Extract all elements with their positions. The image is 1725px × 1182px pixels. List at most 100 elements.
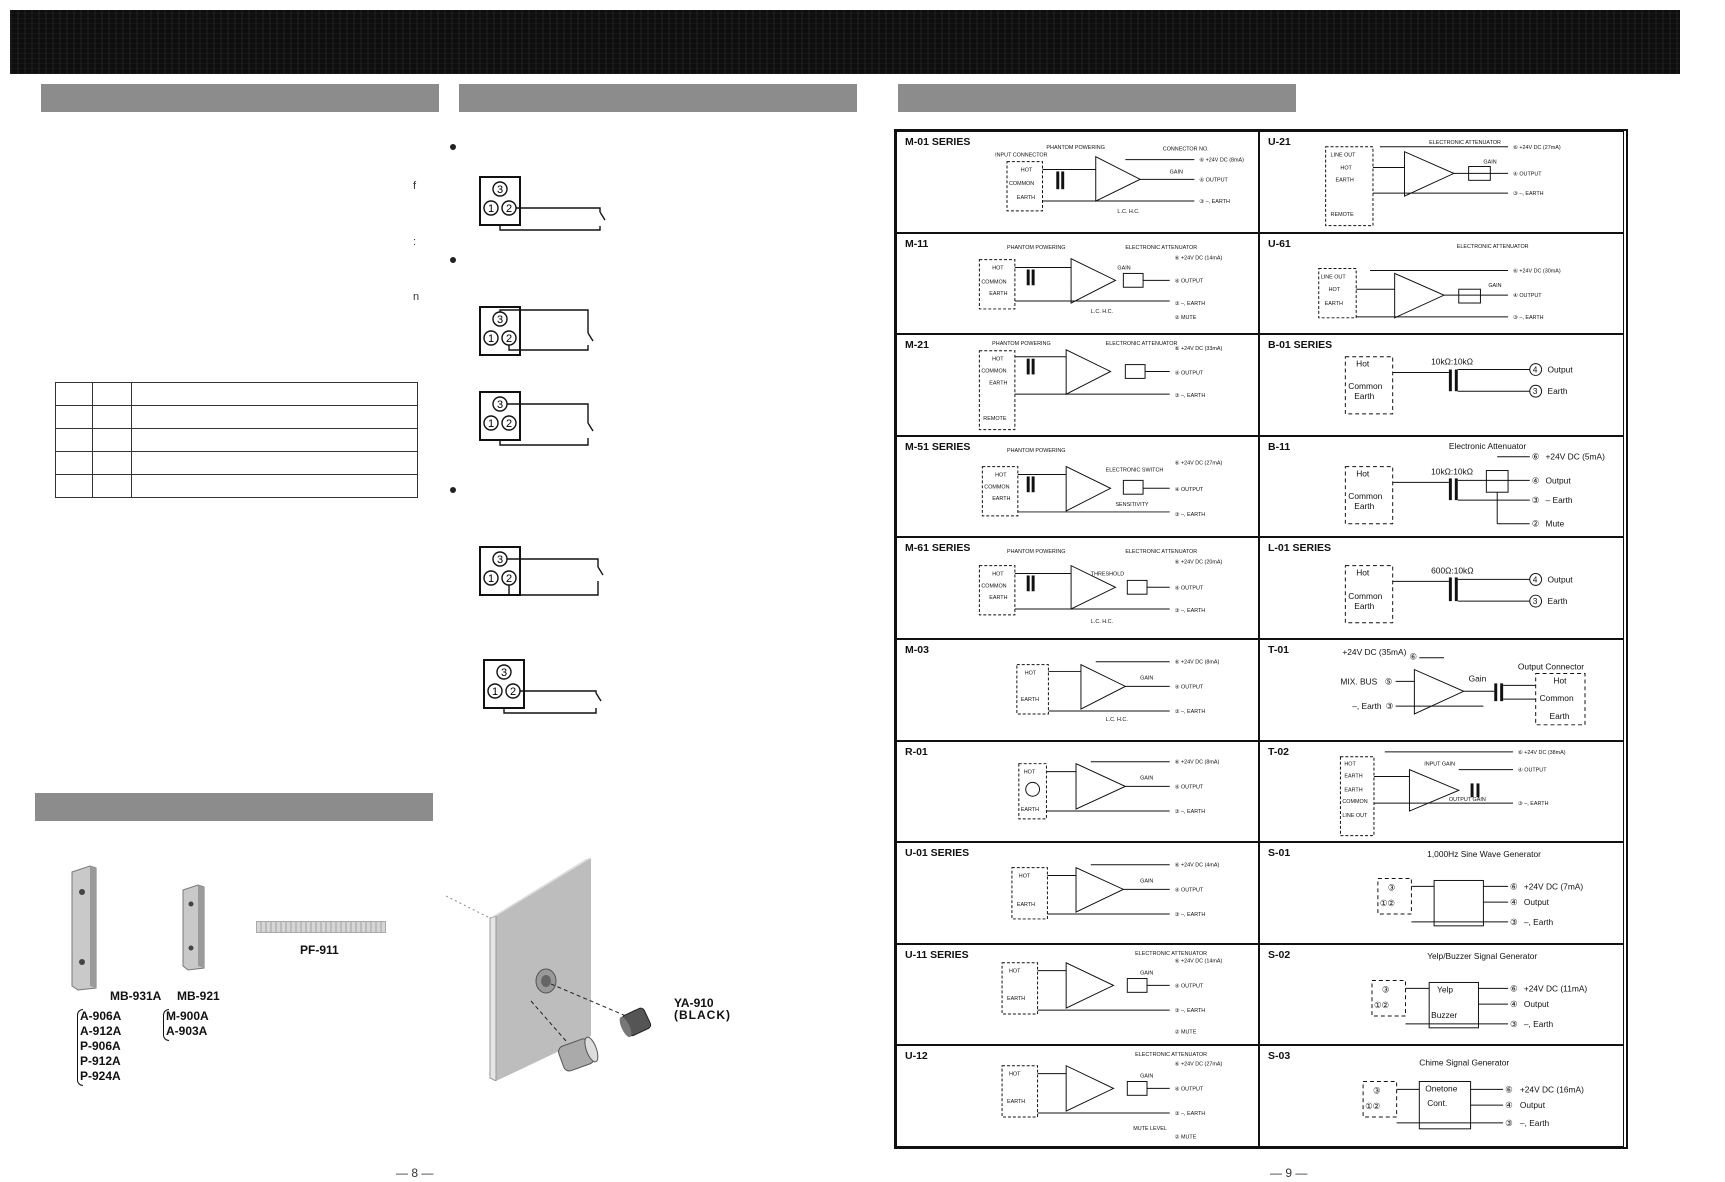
svg-text:3: 3 <box>497 399 503 411</box>
svg-text:10kΩ:10kΩ: 10kΩ:10kΩ <box>1431 357 1473 367</box>
svg-text:ELECTRONIC ATTENUATOR: ELECTRONIC ATTENUATOR <box>1125 549 1197 555</box>
module-title: M-01 SERIES <box>905 136 971 148</box>
svg-text:④ OUTPUT: ④ OUTPUT <box>1175 278 1204 284</box>
svg-text:–, Earth: –, Earth <box>1520 1118 1550 1128</box>
svg-text:OUTPUT GAIN: OUTPUT GAIN <box>1449 797 1486 803</box>
svg-text:ELECTRONIC SWITCH: ELECTRONIC SWITCH <box>1106 467 1164 473</box>
module-u11-schematic: U-11 SERIES ELECTRONIC ATTENUATOR HOT EA… <box>896 943 1259 1046</box>
amp-schematic: +24V DC (35mA) ⑥ MIX. BUS ⑤ –, Earth ③ G… <box>1340 647 1586 726</box>
svg-text:1: 1 <box>488 418 494 430</box>
svg-text:GAIN: GAIN <box>1117 265 1130 271</box>
svg-text:2: 2 <box>506 418 512 430</box>
svg-text:COMMON: COMMON <box>1342 799 1367 805</box>
svg-text:HOT: HOT <box>1021 167 1033 173</box>
svg-text:EARTH: EARTH <box>1021 807 1039 813</box>
svg-text:3: 3 <box>1533 386 1538 396</box>
module-title: R-01 <box>905 745 928 758</box>
generator-schematic: Chime Signal Generator ③ ①② Onetone Cont… <box>1362 1058 1584 1130</box>
module-t01-schematic: T-01 +24V DC (35mA) ⑥ MIX. BUS ⑤ –, Eart… <box>1259 638 1624 741</box>
module-s02-schematic: S-02 Yelp/Buzzer Signal Generator ③ ①② Y… <box>1259 943 1624 1046</box>
svg-text:EARTH: EARTH <box>989 291 1007 297</box>
module-title: S-01 <box>1268 847 1291 860</box>
svg-text:PHANTOM POWERING: PHANTOM POWERING <box>1046 145 1104 151</box>
svg-text:+24V DC (16mA): +24V DC (16mA) <box>1520 1085 1584 1095</box>
svg-text:ELECTRONIC ATTENUATOR: ELECTRONIC ATTENUATOR <box>1135 951 1207 957</box>
module-title: U-21 <box>1268 136 1291 148</box>
bullet <box>450 257 456 263</box>
page-number-right: — 9 — <box>1270 1166 1308 1180</box>
top-banner <box>10 10 1680 74</box>
svg-text:ELECTRONIC ATTENUATOR: ELECTRONIC ATTENUATOR <box>1106 341 1178 347</box>
page-number-left: — 8 — <box>396 1166 434 1180</box>
svg-text:⑤: ⑤ <box>1385 676 1393 686</box>
module-s01-schematic: S-01 1,000Hz Sine Wave Generator ③ ①② ⑥ … <box>1259 842 1624 944</box>
svg-text:Electronic Attenuator: Electronic Attenuator <box>1449 441 1526 451</box>
svg-text:HOT: HOT <box>1344 761 1356 767</box>
svg-text:③ –, EARTH: ③ –, EARTH <box>1175 912 1206 918</box>
amp-schematic: PHANTOM POWERING ELECTRONIC ATTENUATOR H… <box>978 549 1222 625</box>
svg-text:EARTH: EARTH <box>992 496 1010 502</box>
svg-text:⑥: ⑥ <box>1505 1085 1513 1095</box>
svg-text:L.C. H.C.: L.C. H.C. <box>1117 209 1140 215</box>
svg-text:⑥ +24V DC (27mA): ⑥ +24V DC (27mA) <box>1175 1062 1223 1068</box>
generator-schematic: Yelp/Buzzer Signal Generator ③ ①② Yelp B… <box>1371 951 1587 1029</box>
model-item: P-924A <box>80 1069 121 1083</box>
svg-text:REMOTE: REMOTE <box>1331 212 1355 218</box>
svg-text:Output: Output <box>1548 365 1574 375</box>
transformer-schematic: Hot Common Earth 10kΩ:10kΩ 4 3 Output Ea… <box>1344 356 1574 415</box>
svg-text:Hot: Hot <box>1356 568 1370 578</box>
module-b01-schematic: B-01 SERIES Hot Common Earth 10kΩ:10kΩ 4… <box>1259 334 1624 436</box>
svg-text:1: 1 <box>488 203 494 215</box>
module-s03-schematic: S-03 Chime Signal Generator ③ ①② Onetone… <box>1259 1045 1624 1147</box>
svg-text:④ OUTPUT: ④ OUTPUT <box>1513 171 1542 177</box>
amp-schematic: HOT EARTH GAIN ⑥ +24V DC (4mA) ④ OUTPUT … <box>1011 863 1219 920</box>
xlr-jack-diagram: 3 1 2 <box>479 176 606 231</box>
svg-text:+24V DC (35mA): +24V DC (35mA) <box>1342 647 1406 657</box>
svg-text:Output: Output <box>1524 999 1550 1009</box>
schematic-grid: M-01 SERIES INPUT CONNECTOR PHANTOM POWE… <box>894 129 1628 1149</box>
svg-text:EARTH: EARTH <box>1325 301 1343 307</box>
amp-schematic: ELECTRONIC ATTENUATOR HOT EARTH GAIN ⑥ +… <box>1001 951 1222 1036</box>
svg-text:3: 3 <box>497 554 503 566</box>
module-title: U-11 SERIES <box>905 948 969 961</box>
mb931a-bracket-image <box>71 865 97 991</box>
svg-text:2: 2 <box>510 686 516 698</box>
module-u21-schematic: U-21 ELECTRONIC ATTENUATOR LINE OUT HOT … <box>1259 131 1624 233</box>
amp-schematic: PHANTOM POWERING ELECTRONIC SWITCH HOT C… <box>981 448 1222 518</box>
svg-text:EARTH: EARTH <box>1017 902 1035 908</box>
model-item: A-912A <box>80 1024 122 1038</box>
svg-text:③: ③ <box>1373 1086 1381 1096</box>
amp-schematic: ELECTRONIC ATTENUATOR HOT EARTH GAIN MUT… <box>1001 1052 1223 1141</box>
svg-text:REMOTE: REMOTE <box>983 416 1007 422</box>
svg-text:Mute: Mute <box>1546 519 1565 529</box>
svg-text:Gain: Gain <box>1469 673 1487 683</box>
svg-text:COMMON: COMMON <box>981 279 1006 285</box>
svg-text:GAIN: GAIN <box>1140 675 1153 681</box>
svg-text:Hot: Hot <box>1553 675 1567 685</box>
svg-text:EARTH: EARTH <box>989 380 1007 386</box>
svg-text:EARTH: EARTH <box>1344 773 1362 779</box>
module-l01-schematic: L-01 SERIES Hot Common Earth 600Ω:10kΩ 4… <box>1259 537 1624 639</box>
svg-text:Onetone: Onetone <box>1425 1084 1457 1094</box>
module-m51-schematic: M-51 SERIES PHANTOM POWERING ELECTRONIC … <box>896 435 1259 538</box>
svg-text:HOT: HOT <box>1024 769 1036 775</box>
svg-text:Output: Output <box>1546 475 1572 485</box>
svg-text:–, Earth: –, Earth <box>1524 1019 1554 1029</box>
svg-text:HOT: HOT <box>1019 874 1031 880</box>
module-title: B-01 SERIES <box>1268 339 1333 352</box>
svg-text:HOT: HOT <box>1340 165 1352 171</box>
svg-text:EARTH: EARTH <box>1344 787 1362 793</box>
module-title: M-51 SERIES <box>905 440 971 453</box>
amp-schematic: INPUT CONNECTOR PHANTOM POWERING CONNECT… <box>995 145 1244 215</box>
svg-text:LINE OUT: LINE OUT <box>1342 813 1368 819</box>
svg-text:⑥ +24V DC (8mA): ⑥ +24V DC (8mA) <box>1199 158 1244 164</box>
svg-text:PHANTOM POWERING: PHANTOM POWERING <box>992 341 1050 347</box>
svg-text:2: 2 <box>506 573 512 585</box>
svg-text:4: 4 <box>1533 365 1538 375</box>
svg-text:② MUTE: ② MUTE <box>1175 1030 1197 1036</box>
svg-text:①②: ①② <box>1374 1000 1389 1010</box>
svg-text:③: ③ <box>1386 701 1394 711</box>
svg-text:THRESHOLD: THRESHOLD <box>1091 572 1124 578</box>
module-title: B-11 <box>1268 440 1291 453</box>
amp-schematic: ELECTRONIC ATTENUATOR LINE OUT HOT EARTH… <box>1318 243 1561 320</box>
